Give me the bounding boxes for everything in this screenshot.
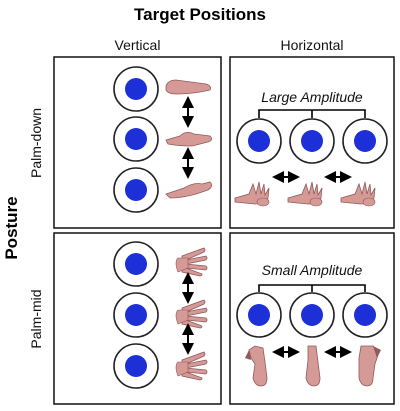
row-header-palm-down: Palm-down bbox=[28, 107, 44, 179]
hand-vertical-icon bbox=[245, 345, 268, 387]
hand-flat-top-icon bbox=[340, 181, 376, 207]
hand-flat-icon bbox=[165, 79, 211, 95]
column-header-horizontal: Horizontal bbox=[280, 37, 344, 53]
hand-flat-top-icon bbox=[287, 181, 323, 207]
target-dot bbox=[248, 130, 270, 152]
target-dot bbox=[125, 179, 147, 201]
target-dot bbox=[354, 130, 376, 152]
target-dot bbox=[125, 355, 147, 377]
label-large-amplitude: Large Amplitude bbox=[261, 89, 363, 105]
target-group-horizontal-palm-mid bbox=[236, 292, 388, 338]
hand-group-horizontal-palm-down bbox=[234, 181, 376, 207]
target-dot bbox=[125, 253, 147, 275]
target-dot bbox=[301, 130, 323, 152]
hand-flat-icon bbox=[165, 132, 212, 147]
target-dot bbox=[125, 304, 147, 326]
target-dot bbox=[248, 304, 270, 326]
column-header-vertical: Vertical bbox=[114, 37, 161, 53]
hand-group-vertical-palm-down bbox=[165, 79, 212, 199]
hand-vertical-icon bbox=[358, 345, 381, 387]
target-dot bbox=[125, 128, 147, 150]
target-group-vertical-palm-down bbox=[113, 66, 159, 213]
axis-label-posture: Posture bbox=[2, 196, 21, 260]
hand-flat-icon bbox=[165, 181, 212, 199]
target-dot bbox=[354, 304, 376, 326]
hand-group-horizontal-palm-mid bbox=[245, 345, 381, 387]
target-dot bbox=[125, 78, 147, 100]
figure-title: Target Positions bbox=[134, 5, 266, 24]
target-group-horizontal-palm-down bbox=[236, 118, 388, 164]
hand-open-icon bbox=[175, 247, 208, 277]
amplitude-bracket-small bbox=[258, 284, 366, 292]
hand-group-vertical-palm-mid bbox=[175, 247, 208, 381]
target-dot bbox=[301, 304, 323, 326]
amplitude-bracket-large bbox=[258, 109, 366, 118]
hand-vertical-icon bbox=[305, 345, 321, 387]
label-small-amplitude: Small Amplitude bbox=[261, 262, 363, 278]
hand-open-icon bbox=[175, 299, 208, 329]
hand-open-icon bbox=[175, 351, 208, 381]
hand-flat-top-icon bbox=[234, 181, 270, 207]
target-group-vertical-palm-mid bbox=[113, 241, 159, 389]
row-header-palm-mid: Palm-mid bbox=[28, 289, 44, 349]
